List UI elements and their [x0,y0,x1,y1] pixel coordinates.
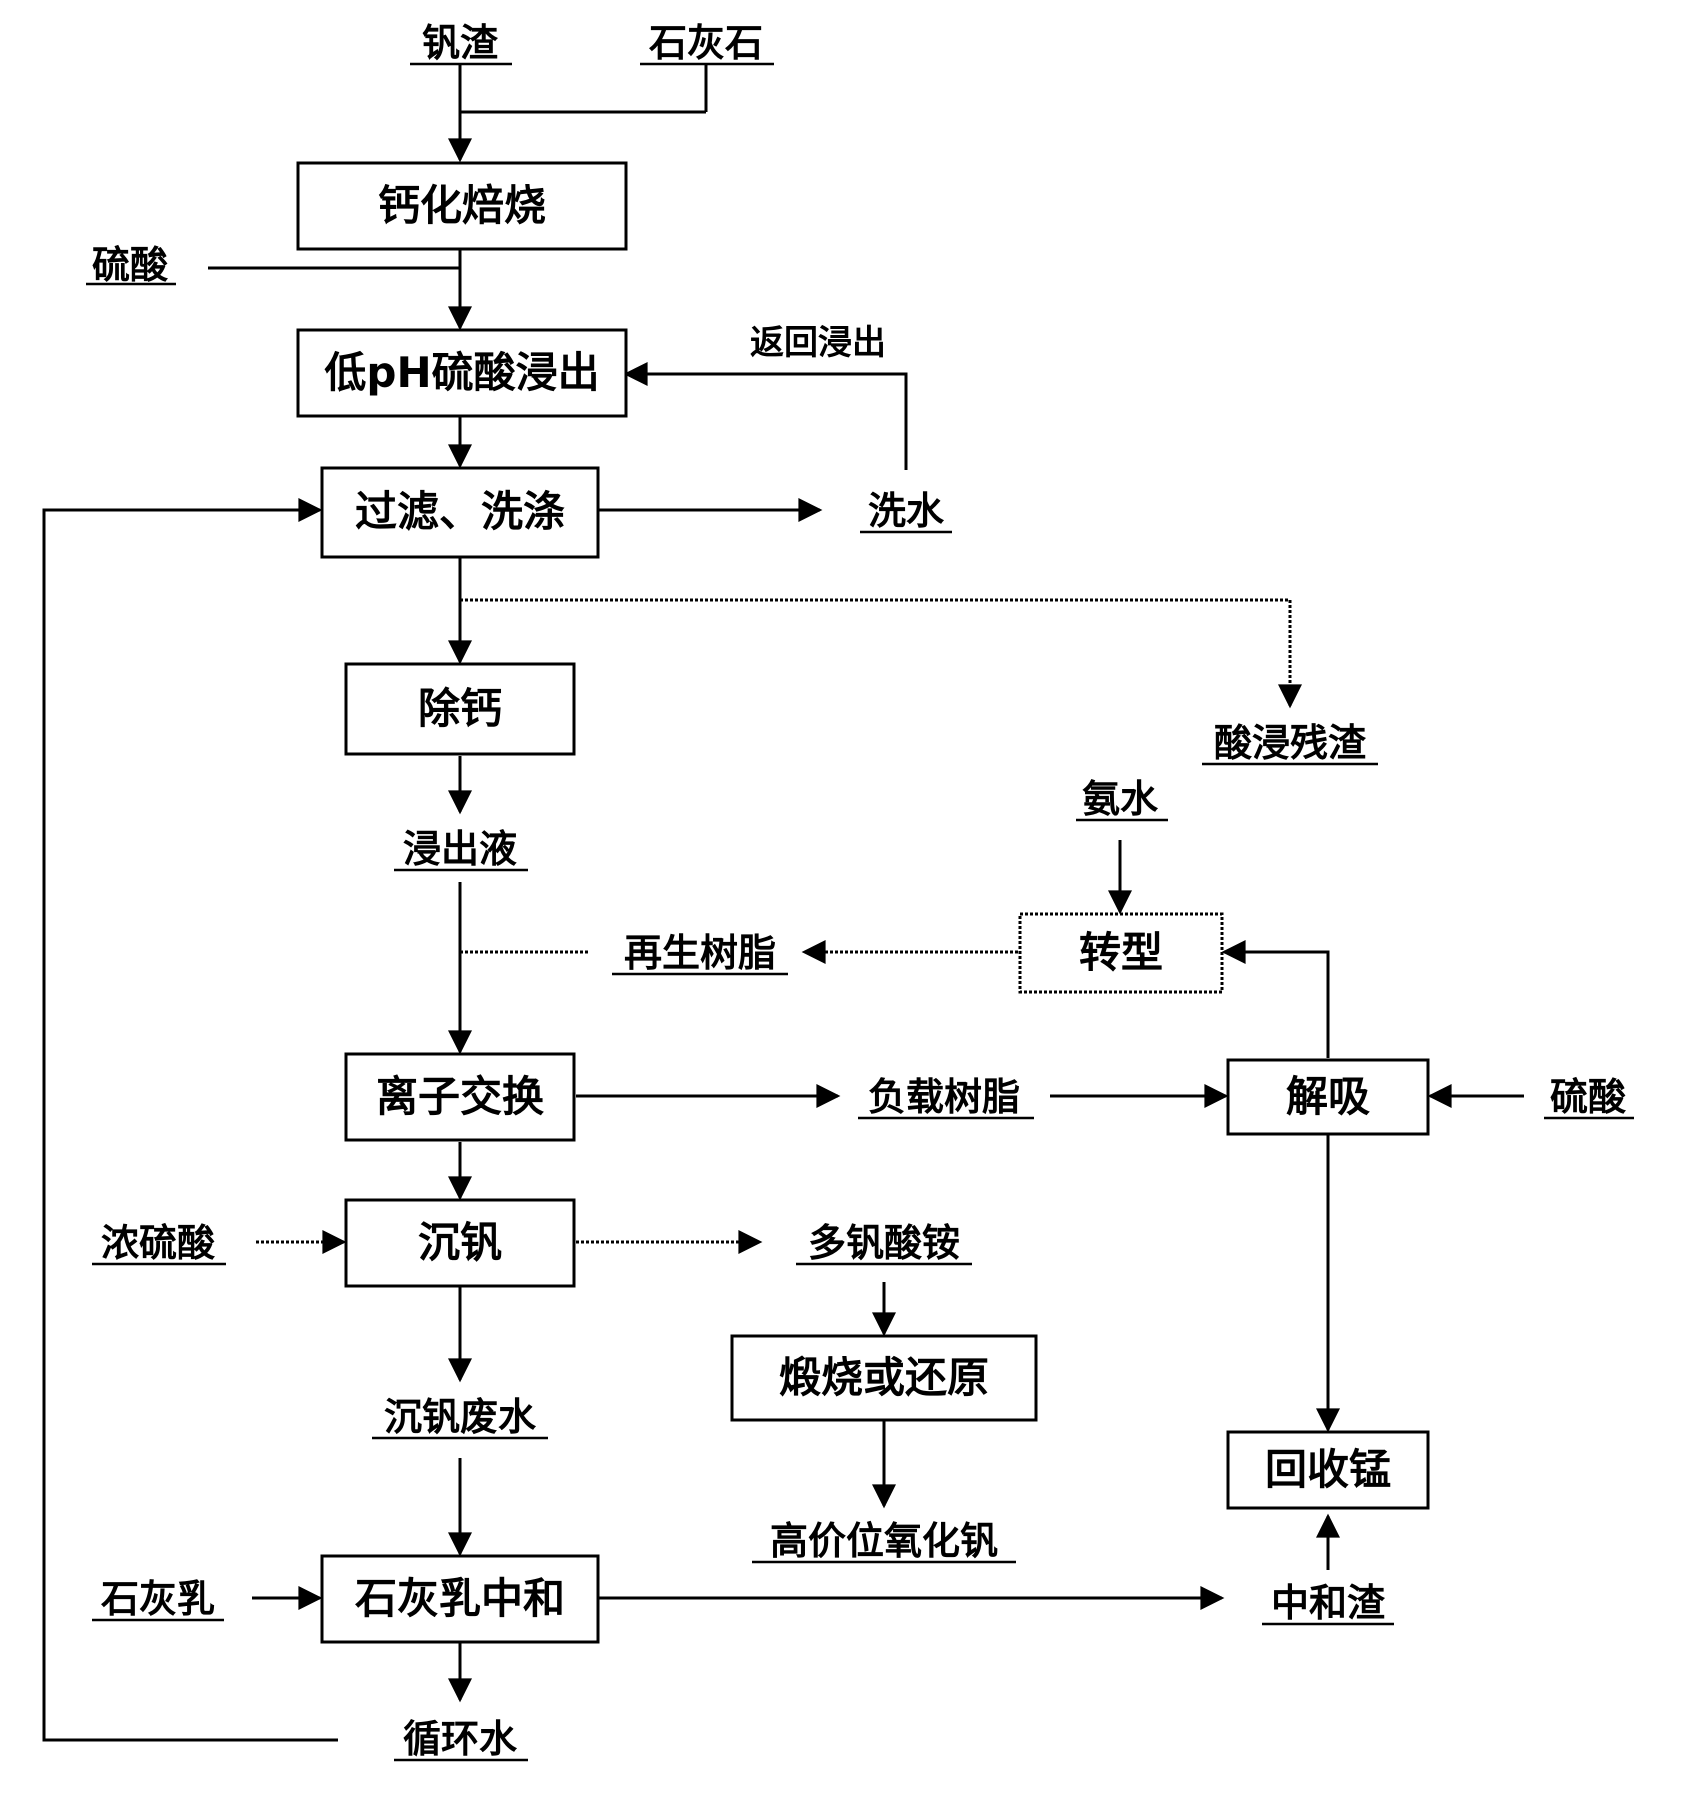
svg-text:再生树脂: 再生树脂 [624,931,776,975]
box-calcium-removal: 除钙 [344,662,576,756]
arrow-to-acid-leach-residue [460,598,1302,709]
label-v-precipitation-wastewater: 沉钒废水 [372,1395,548,1440]
box-calcine-or-reduce-label: 煅烧或还原 [779,1353,989,1402]
svg-text:酸浸残渣: 酸浸残渣 [1214,721,1367,765]
label-wash-water: 洗水 [860,489,952,534]
label-high-valence-vanadium-oxide: 高价位氧化钒 [752,1519,1016,1564]
label-ammonium-polyvanadate: 多钒酸铵 [796,1221,972,1266]
label-limestone: 石灰石 [640,21,774,66]
box-low-ph-acid-leaching: 低pH硫酸浸出 [296,328,628,418]
svg-text:高价位氧化钒: 高价位氧化钒 [770,1519,998,1563]
svg-text:浓硫酸: 浓硫酸 [101,1221,216,1265]
box-calcine-or-reduce: 煅烧或还原 [730,1334,1038,1422]
box-desorption-label: 解吸 [1286,1072,1370,1121]
svg-text:沉钒废水: 沉钒废水 [384,1395,537,1439]
label-lime-milk: 石灰乳 [92,1577,224,1622]
label-return-leaching: 返回浸出 [750,323,886,363]
svg-text:硫酸: 硫酸 [92,243,169,287]
label-neutralization-residue: 中和渣 [1262,1581,1394,1626]
svg-text:浸出液: 浸出液 [403,827,517,871]
svg-text:循环水: 循环水 [403,1717,518,1761]
label-circulating-water: 循环水 [394,1717,528,1762]
box-manganese-recovery-label: 回收锰 [1265,1445,1391,1494]
label-sulfuric-acid-1: 硫酸 [86,243,176,287]
box-manganese-recovery: 回收锰 [1226,1430,1430,1510]
box-vanadium-precipitation-label: 沉钒 [418,1218,502,1267]
label-ammonia-water: 氨水 [1076,777,1168,822]
label-loaded-resin: 负载树脂 [858,1075,1034,1120]
box-calcium-removal-label: 除钙 [418,684,502,733]
box-vanadium-precipitation: 沉钒 [344,1198,576,1288]
svg-text:洗水: 洗水 [868,489,945,533]
box-lime-milk-neutralization-label: 石灰乳中和 [355,1574,565,1623]
box-ion-exchange: 离子交换 [344,1052,576,1142]
svg-text:中和渣: 中和渣 [1271,1581,1386,1625]
label-regenerated-resin: 再生树脂 [612,931,788,976]
box-filter-wash: 过滤、洗涤 [320,466,600,559]
box-calcification-roasting-label: 钙化焙烧 [378,181,546,230]
box-calcification-roasting: 钙化焙烧 [296,161,628,251]
arrow-recycle-to-filter [42,498,338,1742]
svg-text:石灰乳: 石灰乳 [101,1577,215,1621]
svg-text:氨水: 氨水 [1082,777,1159,821]
arrow-return-leaching [623,362,908,470]
arrow-desorption-to-conversion [1221,940,1330,1058]
box-filter-wash-label: 过滤、洗涤 [355,487,565,536]
label-acid-leach-residue: 酸浸残渣 [1202,721,1378,766]
label-conc-sulfuric-acid: 浓硫酸 [92,1221,226,1266]
label-vanadium-slag: 钒渣 [410,21,512,66]
box-ion-exchange-label: 离子交换 [376,1072,544,1121]
box-conversion-label: 转型 [1079,928,1163,977]
svg-text:石灰石: 石灰石 [649,21,763,65]
svg-text:硫酸: 硫酸 [1550,1075,1627,1119]
box-desorption: 解吸 [1226,1058,1430,1136]
svg-text:返回浸出: 返回浸出 [750,323,886,363]
svg-text:多钒酸铵: 多钒酸铵 [808,1221,960,1265]
svg-text:负载树脂: 负载树脂 [868,1075,1020,1119]
label-leach-liquor: 浸出液 [394,827,528,872]
box-conversion: 转型 [1018,912,1224,994]
box-low-ph-acid-leaching-label: 低pH硫酸浸出 [324,348,599,397]
svg-text:钒渣: 钒渣 [422,21,499,65]
box-lime-milk-neutralization: 石灰乳中和 [320,1554,600,1644]
label-sulfuric-acid-2: 硫酸 [1544,1075,1634,1120]
